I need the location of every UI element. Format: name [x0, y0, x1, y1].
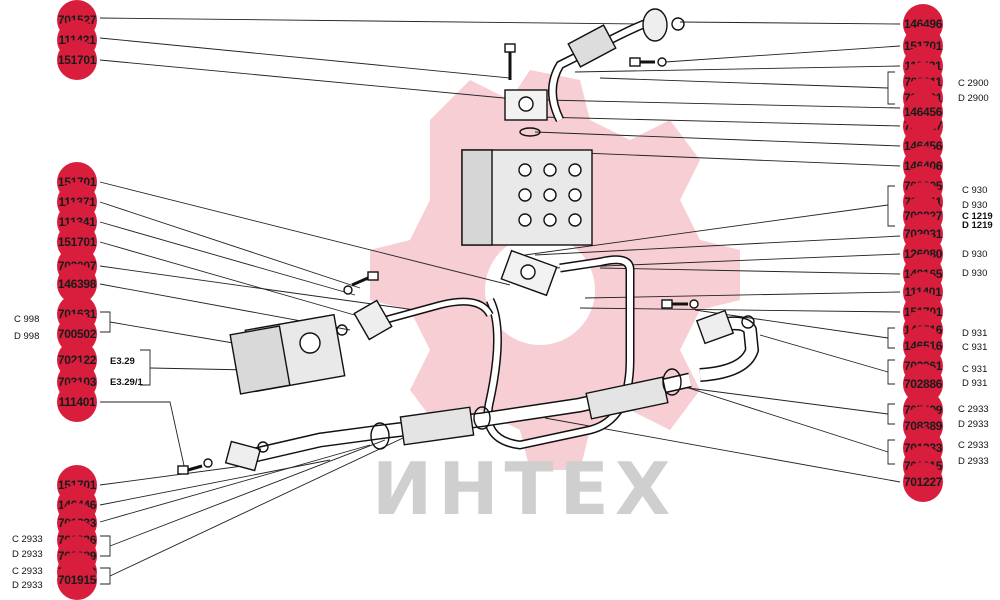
variant-tag: D 930 — [962, 249, 988, 260]
variant-tag: D 2900 — [958, 93, 989, 104]
variant-tag: D 998 — [14, 331, 40, 342]
variant-tag: C 931 — [962, 342, 988, 353]
variant-tag: D 1219 — [962, 220, 993, 231]
variant-tag: C 2933 — [12, 566, 43, 577]
variant-tag: C 931 — [962, 364, 988, 375]
parts-drawing — [177, 8, 760, 475]
variant-tag: D 930 — [962, 200, 988, 211]
callout-part[interactable]: 111401 — [57, 382, 97, 422]
variant-tag: C 998 — [14, 314, 40, 325]
callout-part[interactable]: 151701 — [57, 40, 97, 80]
variant-tag: D 2933 — [12, 580, 43, 591]
variant-tag: E3.29/1 — [110, 377, 143, 388]
variant-tag: D 931 — [962, 378, 988, 389]
variant-tag: C 1219 — [962, 211, 993, 222]
variant-tag: D 2933 — [958, 419, 989, 430]
variant-tag: D 931 — [962, 328, 988, 339]
variant-tag: C 2900 — [958, 78, 989, 89]
callout-part[interactable]: 146456 — [903, 92, 943, 132]
leader-lines — [99, 17, 901, 585]
variant-tag: D 930 — [962, 268, 988, 279]
variant-tag: C 2933 — [958, 440, 989, 451]
variant-tag: D 2933 — [12, 549, 43, 560]
variant-tag: C 2933 — [958, 404, 989, 415]
variant-tag: C 2933 — [12, 534, 43, 545]
callout-part[interactable]: 701227 — [903, 462, 943, 502]
variant-tag: C 930 — [962, 185, 988, 196]
variant-tag: E3.29 — [110, 356, 135, 367]
variant-tag: D 2933 — [958, 456, 989, 467]
callout-part[interactable]: 701915 — [57, 560, 97, 600]
watermark-text: ИНТЕХ — [372, 447, 677, 531]
